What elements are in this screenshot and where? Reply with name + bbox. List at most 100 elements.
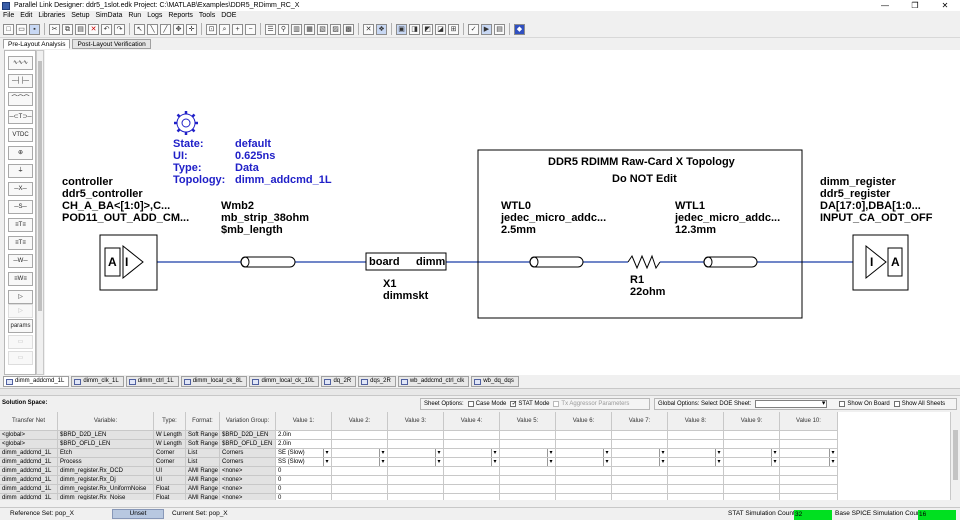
- select-arrow-icon[interactable]: ↖: [134, 23, 145, 35]
- table-cell[interactable]: [332, 458, 388, 467]
- controller-label-1[interactable]: controller: [62, 176, 113, 188]
- splitter[interactable]: [0, 388, 960, 396]
- col-header[interactable]: Type:: [154, 412, 186, 431]
- table-cell[interactable]: [556, 494, 612, 500]
- table-cell[interactable]: [444, 431, 500, 440]
- col-header[interactable]: Value 7:: [612, 412, 668, 431]
- wtl1-label-1[interactable]: WTL1: [675, 200, 705, 212]
- col-header[interactable]: Value 1:: [276, 412, 332, 431]
- table-cell[interactable]: [780, 467, 838, 476]
- move-icon[interactable]: ✥: [173, 23, 184, 35]
- menu-doe[interactable]: DOE: [221, 12, 237, 19]
- table-cell[interactable]: [780, 476, 838, 485]
- sheet-tab-dq-2r[interactable]: dq_2R: [321, 376, 357, 387]
- sim-setup-icon[interactable]: ▣: [396, 23, 407, 35]
- wire-bend-icon[interactable]: ╱: [160, 23, 171, 35]
- save-icon[interactable]: ▪: [29, 23, 40, 35]
- maximize-button[interactable]: ❐: [911, 1, 919, 10]
- table-cell[interactable]: [724, 440, 780, 449]
- table-cell[interactable]: [780, 431, 838, 440]
- delete-icon[interactable]: ✕: [88, 23, 99, 35]
- table-cell[interactable]: [780, 485, 838, 494]
- wtl0-label-1[interactable]: WTL0: [501, 200, 531, 212]
- table-cell[interactable]: [444, 458, 500, 467]
- sheet-tab-dimm-addcmd-1l[interactable]: dimm_addcmd_1L: [3, 376, 70, 387]
- col-header[interactable]: Variation Group:: [220, 412, 276, 431]
- table-cell[interactable]: 0: [276, 494, 332, 500]
- table-cell[interactable]: [612, 485, 668, 494]
- x-element-icon[interactable]: ─X─: [8, 182, 33, 196]
- table-cell[interactable]: [724, 467, 780, 476]
- source-icon[interactable]: ⊕: [8, 146, 33, 160]
- table-cell[interactable]: SE (Slow): [276, 449, 332, 458]
- new-file-icon[interactable]: □: [3, 23, 14, 35]
- table-cell[interactable]: [444, 494, 500, 500]
- minimize-button[interactable]: —: [881, 1, 889, 10]
- menu-edit[interactable]: Edit: [20, 12, 33, 19]
- results-icon[interactable]: ▤: [494, 23, 505, 35]
- table-cell[interactable]: [388, 458, 444, 467]
- col-header[interactable]: Value 9:: [724, 412, 780, 431]
- table-cell[interactable]: [500, 494, 556, 500]
- table-cell[interactable]: [780, 449, 838, 458]
- tab-post-layout[interactable]: Post-Layout Verification: [72, 39, 151, 49]
- col-header[interactable]: Value 10:: [780, 412, 838, 431]
- table-cell[interactable]: [612, 440, 668, 449]
- table-cell[interactable]: [780, 458, 838, 467]
- copy-icon[interactable]: ⧉: [62, 23, 73, 35]
- table-cell[interactable]: [612, 467, 668, 476]
- wire-tool-icon[interactable]: ╲: [147, 23, 158, 35]
- table-cell[interactable]: [556, 440, 612, 449]
- table-cell[interactable]: [612, 431, 668, 440]
- col-header[interactable]: Value 4:: [444, 412, 500, 431]
- table-cell[interactable]: [332, 476, 388, 485]
- table-cell[interactable]: [668, 431, 724, 440]
- case-mode-checkbox[interactable]: [467, 401, 474, 407]
- table-cell[interactable]: [556, 449, 612, 458]
- resistor-icon[interactable]: ∿∿∿: [8, 56, 33, 70]
- table-cell[interactable]: [556, 458, 612, 467]
- ground-icon[interactable]: ⏚: [8, 164, 33, 178]
- buffer-icon[interactable]: ▷: [8, 290, 33, 304]
- table-cell[interactable]: [724, 476, 780, 485]
- paste-icon[interactable]: ▤: [75, 23, 86, 35]
- close-button[interactable]: ✕: [941, 1, 949, 10]
- menu-tools[interactable]: Tools: [198, 12, 216, 19]
- crosshair-icon[interactable]: ✕: [363, 23, 374, 35]
- undo-icon[interactable]: ↶: [101, 23, 112, 35]
- show-all-sheets-checkbox[interactable]: [893, 401, 900, 407]
- zoom-in-icon[interactable]: +: [232, 23, 243, 35]
- eye-icon[interactable]: ◩: [422, 23, 433, 35]
- table-cell[interactable]: 2.0in: [276, 440, 332, 449]
- table-cell[interactable]: [388, 449, 444, 458]
- export-icon[interactable]: ◆: [514, 23, 525, 35]
- table-cell[interactable]: [444, 485, 500, 494]
- table-cell[interactable]: [556, 485, 612, 494]
- table-cell[interactable]: [668, 449, 724, 458]
- table-cell[interactable]: [444, 467, 500, 476]
- table-cell[interactable]: [500, 476, 556, 485]
- voltage-dc-icon[interactable]: VTDC: [8, 128, 33, 142]
- menu-run[interactable]: Run: [128, 12, 142, 19]
- probe-icon[interactable]: ⚲: [278, 23, 289, 35]
- table-cell[interactable]: [444, 449, 500, 458]
- sheet-tab-dimm-clk-1l[interactable]: dimm_clk_1L: [71, 376, 124, 387]
- run-icon[interactable]: ▶: [481, 23, 492, 35]
- table-cell[interactable]: [332, 440, 388, 449]
- report-icon[interactable]: ▩: [343, 23, 354, 35]
- col-header[interactable]: Format:: [186, 412, 220, 431]
- table-cell[interactable]: [780, 440, 838, 449]
- params-button[interactable]: params: [8, 319, 33, 333]
- table-cell[interactable]: 2.0in: [276, 431, 332, 440]
- table-cell[interactable]: [724, 494, 780, 500]
- table-cell[interactable]: [612, 476, 668, 485]
- table-cell[interactable]: [780, 494, 838, 500]
- table-cell[interactable]: [668, 458, 724, 467]
- table-cell[interactable]: [388, 431, 444, 440]
- table-cell[interactable]: [500, 449, 556, 458]
- table-cell[interactable]: [724, 485, 780, 494]
- table-cell[interactable]: [724, 449, 780, 458]
